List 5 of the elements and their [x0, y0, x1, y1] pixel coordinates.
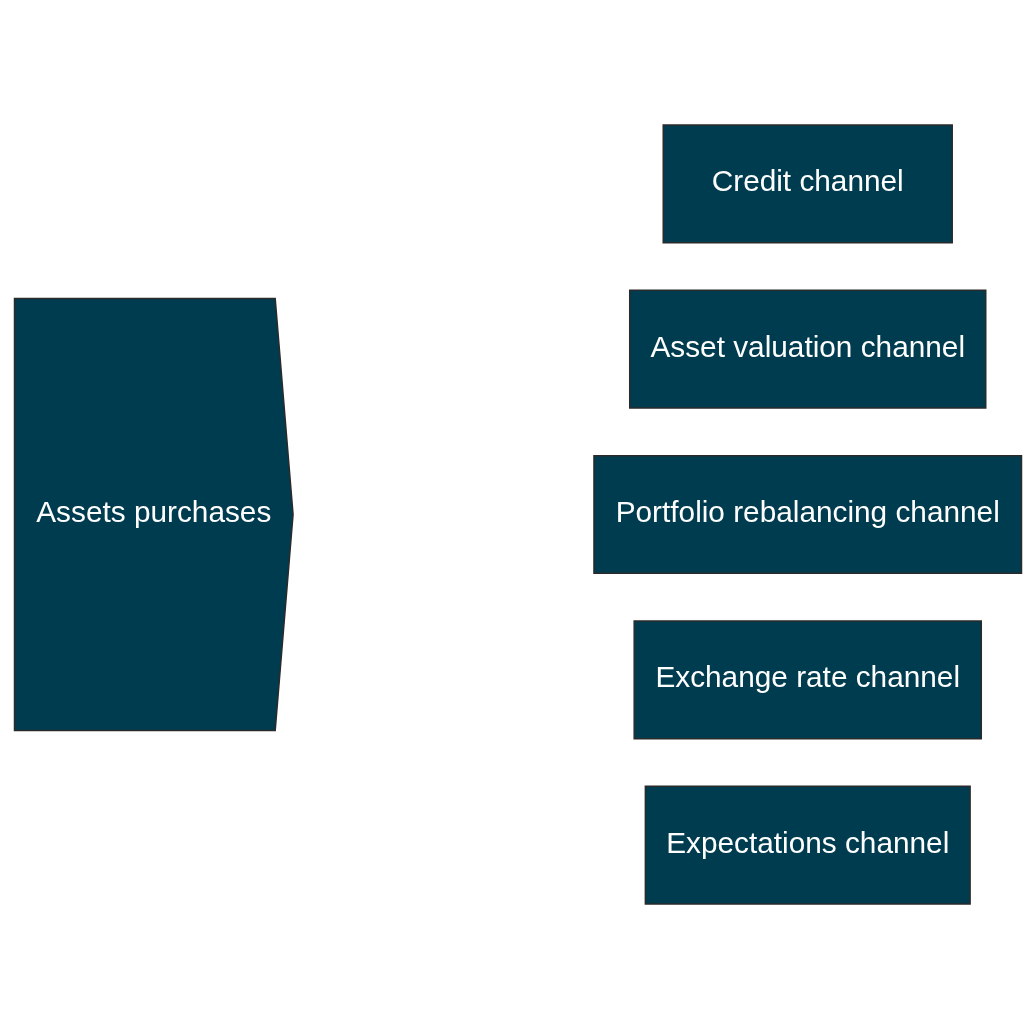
node-box: Expectations channel: [644, 785, 971, 905]
node-box: Credit channel: [662, 123, 953, 243]
node-box: Exchange rate channel: [633, 619, 983, 739]
node-box: Asset valuation channel: [628, 289, 987, 409]
node-box: Portfolio rebalancing channel: [593, 454, 1023, 574]
